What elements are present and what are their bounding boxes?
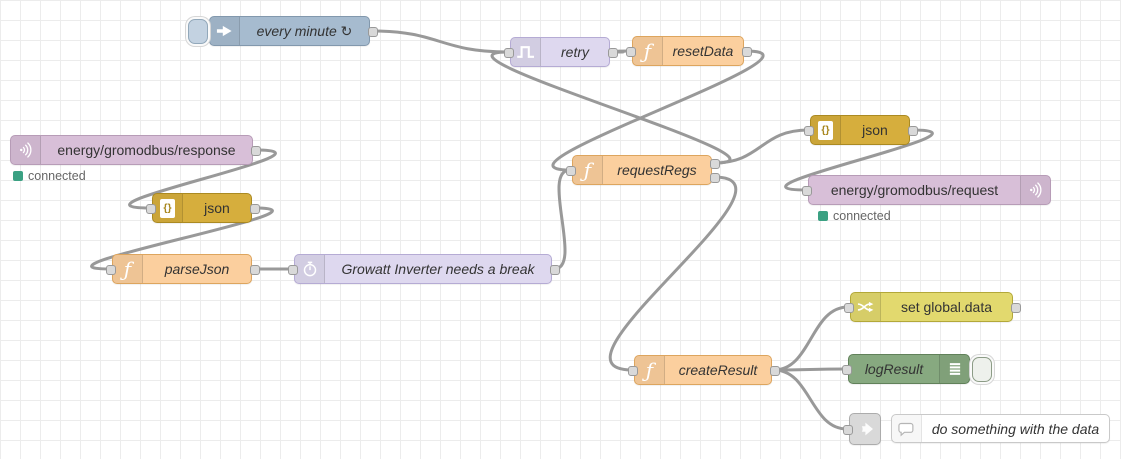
output-port[interactable] bbox=[608, 48, 618, 58]
mqtt-icon bbox=[1025, 179, 1047, 201]
node-label: logResult bbox=[864, 361, 924, 377]
wire-json-request-to-mqtt-out-request[interactable] bbox=[784, 128, 934, 192]
input-port[interactable] bbox=[146, 204, 156, 214]
node-trigger-retry[interactable]: retry bbox=[504, 37, 618, 67]
input-port[interactable] bbox=[106, 265, 116, 275]
node-comment-do-something[interactable]: do something with the data bbox=[891, 414, 1110, 443]
node-status: connected bbox=[13, 169, 86, 183]
input-port[interactable] bbox=[843, 425, 853, 435]
node-label: json bbox=[204, 200, 230, 216]
output-port[interactable] bbox=[742, 47, 752, 57]
node-function-reset-data[interactable]: ƒ resetData bbox=[626, 36, 752, 66]
node-function-create-result[interactable]: ƒ createResult bbox=[628, 355, 780, 385]
node-label: parseJson bbox=[164, 261, 230, 277]
wire-function-create-result-to-link-out[interactable] bbox=[772, 368, 849, 431]
input-port[interactable] bbox=[626, 47, 636, 57]
debug-toggle-button[interactable] bbox=[972, 357, 992, 382]
input-port[interactable] bbox=[288, 265, 298, 275]
output-port[interactable] bbox=[770, 366, 780, 376]
delay-icon bbox=[299, 258, 321, 280]
output-port[interactable] bbox=[250, 265, 260, 275]
status-dot bbox=[818, 211, 828, 221]
wire-function-request-regs-to-json-request[interactable] bbox=[712, 128, 810, 165]
function-icon: ƒ bbox=[645, 358, 654, 382]
wire-json-parse-response-to-function-parse-json[interactable] bbox=[90, 206, 274, 271]
node-function-request-regs[interactable]: ƒ requestRegs bbox=[566, 155, 720, 185]
input-port[interactable] bbox=[566, 166, 576, 176]
output-port[interactable] bbox=[710, 159, 720, 169]
node-change-set-global-data[interactable]: set global.data bbox=[844, 292, 1021, 322]
comment-icon bbox=[896, 418, 918, 440]
node-json-parse-response[interactable]: {} json bbox=[146, 193, 260, 223]
node-label: requestRegs bbox=[617, 162, 697, 178]
debug-icon bbox=[944, 358, 966, 380]
node-label: set global.data bbox=[900, 299, 993, 315]
input-port[interactable] bbox=[628, 366, 638, 376]
node-mqtt-out-request[interactable]: energy/gromodbus/request bbox=[802, 175, 1051, 205]
json-icon: {} bbox=[818, 120, 833, 140]
status-dot bbox=[13, 171, 23, 181]
output-port[interactable] bbox=[908, 126, 918, 136]
input-port[interactable] bbox=[504, 48, 514, 58]
json-icon: {} bbox=[160, 198, 175, 218]
input-port[interactable] bbox=[802, 186, 812, 196]
function-icon: ƒ bbox=[643, 39, 652, 63]
mqtt-icon bbox=[15, 139, 37, 161]
wire-function-request-regs-to-function-create-result[interactable] bbox=[608, 175, 738, 372]
node-label: energy/gromodbus/response bbox=[57, 142, 236, 158]
wire-function-request-regs-to-trigger-retry[interactable] bbox=[490, 50, 732, 165]
wire-delay-growatt-break-to-function-request-regs[interactable] bbox=[552, 168, 572, 271]
output-port[interactable] bbox=[368, 27, 378, 37]
wire-function-create-result-to-debug-log-result[interactable] bbox=[772, 367, 848, 372]
node-label: createResult bbox=[678, 362, 758, 378]
node-debug-log-result[interactable]: logResult bbox=[842, 354, 992, 384]
status-text: connected bbox=[28, 169, 86, 183]
node-link-out[interactable] bbox=[843, 413, 881, 445]
wire-function-create-result-to-change-set-global-data[interactable] bbox=[772, 305, 850, 372]
function-icon: ƒ bbox=[583, 158, 592, 182]
node-function-parse-json[interactable]: ƒ parseJson bbox=[106, 254, 260, 284]
node-label: Growatt Inverter needs a break bbox=[341, 261, 535, 277]
change-icon bbox=[855, 296, 877, 318]
trigger-icon bbox=[514, 40, 538, 64]
node-label: resetData bbox=[672, 43, 734, 59]
node-json-request[interactable]: {} json bbox=[804, 115, 918, 145]
node-label: energy/gromodbus/request bbox=[830, 182, 999, 198]
node-label: json bbox=[862, 122, 888, 138]
node-status: connected bbox=[818, 209, 891, 223]
node-label: do something with the data bbox=[931, 420, 1100, 437]
input-port[interactable] bbox=[804, 126, 814, 136]
output-port[interactable] bbox=[550, 265, 560, 275]
output-port[interactable] bbox=[710, 173, 720, 183]
input-port[interactable] bbox=[842, 365, 852, 375]
link-out-icon bbox=[850, 414, 880, 444]
node-mqtt-in-response[interactable]: energy/gromodbus/response bbox=[10, 135, 261, 165]
wire-trigger-retry-to-function-reset-data[interactable] bbox=[610, 49, 632, 54]
status-text: connected bbox=[833, 209, 891, 223]
output-port[interactable] bbox=[1011, 303, 1021, 313]
function-icon: ƒ bbox=[123, 257, 132, 281]
node-inject-every-minute[interactable]: every minute ↻ bbox=[188, 16, 378, 46]
output-port[interactable] bbox=[250, 204, 260, 214]
output-port[interactable] bbox=[251, 146, 261, 156]
inject-arrow-icon bbox=[214, 20, 236, 42]
input-port[interactable] bbox=[844, 303, 854, 313]
node-label: retry bbox=[561, 44, 589, 60]
inject-button[interactable] bbox=[188, 19, 208, 44]
wire-inject-every-minute-to-trigger-retry[interactable] bbox=[370, 29, 510, 54]
wire-mqtt-in-response-to-json-parse-response[interactable] bbox=[128, 148, 277, 210]
node-label: every minute ↻ bbox=[256, 22, 353, 39]
node-delay-growatt-break[interactable]: Growatt Inverter needs a break bbox=[288, 254, 560, 284]
wire-function-reset-data-to-function-request-regs[interactable] bbox=[551, 49, 765, 172]
